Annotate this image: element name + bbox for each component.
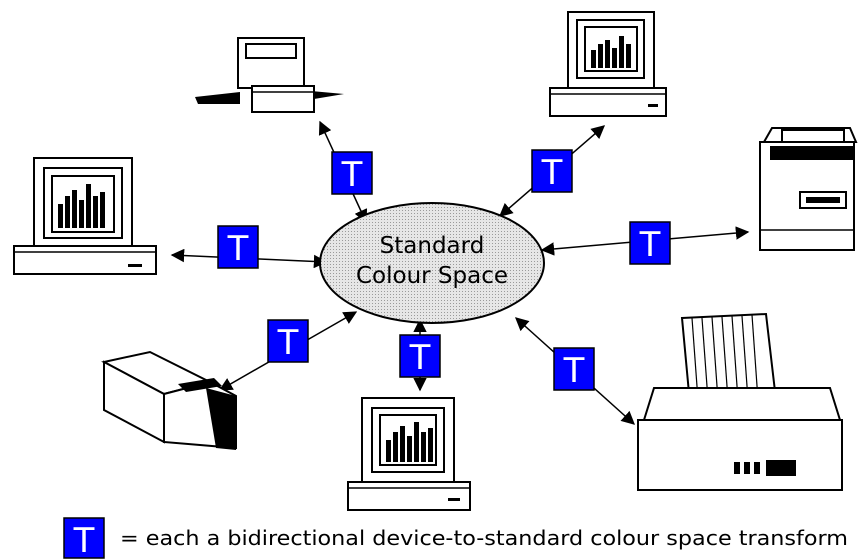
top-printer-icon (195, 37, 344, 113)
hub-label-line2: Colour Space (356, 263, 508, 289)
top-right-computer-icon (549, 11, 667, 117)
transform-box-top: T (331, 151, 373, 195)
transform-box-bottom-right: T (553, 347, 595, 391)
legend-transform-letter: T (73, 521, 95, 560)
transform-box-bottom-left: T (267, 319, 309, 363)
transform-letter: T (277, 323, 299, 363)
standard-colour-space-hub: Standard Colour Space (319, 202, 545, 324)
transform-letter: T (227, 229, 249, 269)
legend-text: = each a bidirectional device-to-standar… (120, 526, 848, 550)
legend-transform-box (63, 517, 105, 559)
transform-letter: T (563, 351, 585, 391)
transform-box-right: T (629, 221, 671, 265)
right-laser-printer-icon (759, 127, 858, 251)
film-scanner-icon (101, 350, 237, 450)
transform-letter: T (409, 338, 431, 378)
dot-matrix-printer-icon (637, 312, 843, 491)
hub-label-line1: Standard (380, 233, 485, 259)
transform-letter: T (341, 155, 363, 195)
transforms: T T T T T T T (217, 149, 671, 391)
transform-letter: T (541, 153, 563, 193)
transform-letter: T (639, 225, 661, 265)
left-computer-icon (13, 157, 157, 275)
legend: T = each a bidirectional device-to-stand… (63, 517, 848, 560)
bottom-computer-icon (347, 397, 471, 511)
transform-box-left: T (217, 225, 259, 269)
transform-box-top-right: T (531, 149, 573, 193)
transform-box-bottom: T (399, 334, 441, 378)
